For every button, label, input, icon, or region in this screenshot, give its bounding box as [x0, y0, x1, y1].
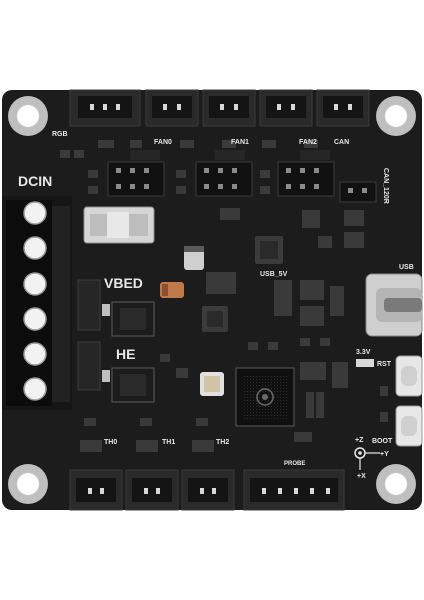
smd-components-middle: [80, 208, 388, 452]
label-rst: RST: [377, 361, 392, 368]
top-connectors: [69, 89, 370, 127]
screw-terminals: [23, 201, 47, 401]
label-dcin: DCIN: [18, 173, 52, 189]
label-th2: TH2: [216, 439, 229, 446]
label-fan2: FAN2: [299, 139, 317, 146]
smd-components-top: [60, 140, 364, 248]
rst-button[interactable]: [395, 355, 423, 397]
label-usb: USB: [399, 264, 414, 271]
label-boot: BOOT: [372, 438, 393, 445]
label-can-120r: CAN_120R: [382, 168, 389, 204]
label-rgb: RGB: [52, 131, 68, 138]
microcontroller: [235, 367, 295, 427]
usb-c-connector[interactable]: [365, 273, 423, 337]
label-plus-y: +Y: [380, 451, 389, 458]
orientation-marker: [354, 447, 380, 470]
led-3v3: [356, 359, 374, 367]
terminal-block: [2, 196, 72, 410]
label-fan0: FAN0: [154, 139, 172, 146]
label-th0: TH0: [104, 439, 117, 446]
pin-headers: [107, 161, 377, 203]
label-fan1: FAN1: [231, 139, 249, 146]
label-vbed: VBED: [104, 275, 143, 291]
label-plus-z: +Z: [355, 437, 364, 444]
label-probe: PROBE: [284, 461, 305, 467]
label-he: HE: [116, 346, 135, 362]
label-3v3: 3.3V: [356, 349, 371, 356]
mounting-holes: [8, 96, 416, 504]
silkscreen-labels: RGB FAN0 FAN1 FAN2 CAN CAN_120R DCIN VBE…: [18, 131, 414, 480]
label-usb-5v: USB_5V: [260, 271, 288, 278]
boot-button[interactable]: [395, 405, 423, 447]
label-plus-x: +X: [357, 473, 366, 480]
label-th1: TH1: [162, 439, 175, 446]
bottom-connectors: [69, 469, 345, 511]
label-can: CAN: [334, 139, 349, 146]
